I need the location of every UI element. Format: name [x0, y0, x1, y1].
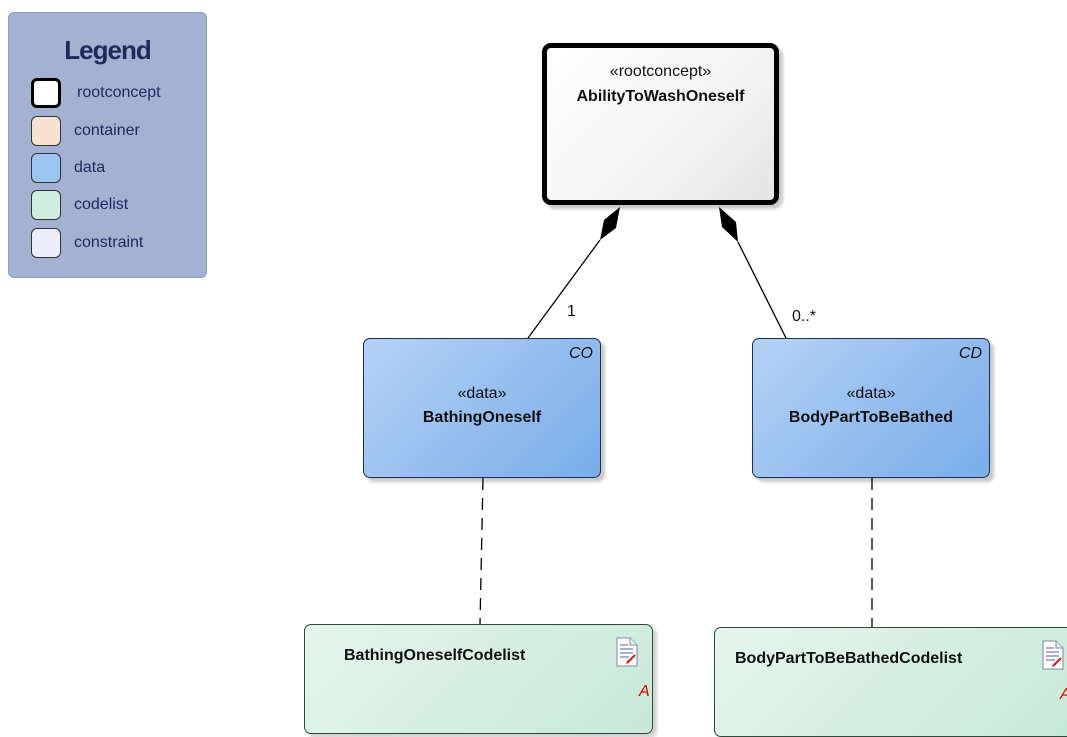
codelist-name: BathingOneselfCodelist	[344, 647, 526, 664]
connectors	[479, 207, 873, 627]
legend-label: data	[74, 159, 106, 176]
codelist-bathing-oneself[interactable]: BathingOneselfCodelist A	[304, 624, 653, 734]
composition-diamond-bathing	[600, 207, 620, 240]
class-bathing-oneself[interactable]: CO «data» BathingOneself	[363, 338, 601, 478]
class-body-part-to-be-bathed[interactable]: CD «data» BodyPartToBeBathed	[752, 338, 990, 478]
legend-label: container	[74, 122, 140, 139]
class-name: BodyPartToBeBathed	[788, 409, 954, 426]
class-stereotype: «data»	[846, 385, 896, 402]
data-swatch	[31, 153, 61, 183]
corner-tag: CO	[569, 345, 593, 362]
class-ability-to-wash-oneself[interactable]: «rootconcept» AbilityToWashOneself	[542, 43, 779, 205]
constraint-swatch	[31, 228, 61, 258]
legend-label: constraint	[74, 234, 144, 251]
composition-line-bodypart	[737, 241, 787, 339]
corner-tag: CD	[958, 345, 982, 362]
codelist-marker: A	[639, 683, 650, 700]
codelist-name: BodyPartToBeBathedCodelist	[735, 650, 963, 667]
rootconcept-swatch	[31, 78, 61, 108]
legend-label: rootconcept	[77, 84, 161, 101]
legend-title: Legend	[64, 35, 151, 65]
class-name: AbilityToWashOneself	[576, 88, 745, 105]
composition-line-bathing	[527, 239, 601, 339]
class-name: BathingOneself	[422, 409, 542, 426]
multiplicity-bodypart: 0..*	[792, 308, 817, 325]
legend-label: codelist	[74, 196, 129, 213]
codelist-swatch	[31, 190, 61, 220]
document-icon	[616, 637, 638, 667]
multiplicity-bathing: 1	[567, 303, 576, 320]
container-swatch	[31, 116, 61, 146]
dependency-line-bathing	[479, 477, 484, 625]
document-icon	[1042, 640, 1064, 670]
composition-diamond-bodypart	[719, 207, 738, 242]
class-stereotype: «rootconcept»	[609, 63, 712, 80]
codelist-body-part-to-be-bathed[interactable]: BodyPartToBeBathedCodelist A	[714, 627, 1067, 737]
class-stereotype: «data»	[457, 385, 507, 402]
codelist-marker: A	[1060, 686, 1067, 704]
legend: Legend rootconcept container data codeli…	[8, 12, 207, 278]
